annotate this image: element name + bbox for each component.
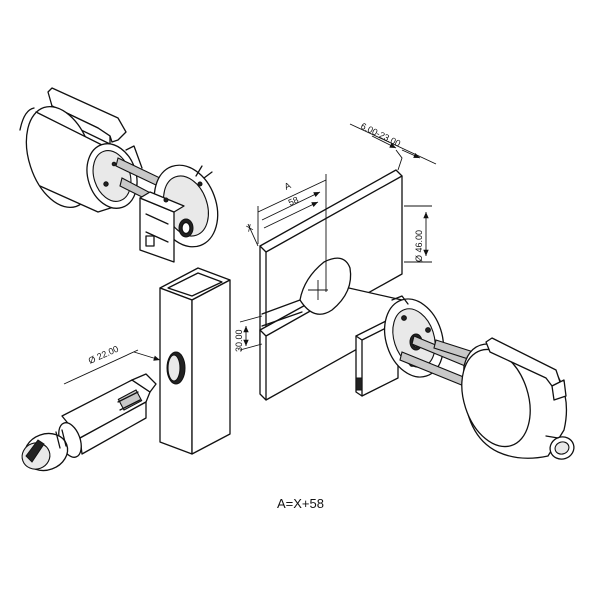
hole-diameter-label: Ø 46.00 [414,230,424,262]
thickness-label: 6.00-23.00 [359,121,402,149]
upper-adapter-ring [139,164,219,263]
slot-height-dimension: 30.00 [234,315,263,352]
x-dimension-label: X [245,222,255,234]
cylinder-diameter-label: Ø 22.00 [87,344,120,366]
slot-height-label: 30.00 [234,329,244,352]
offset-58-label: 58 [287,195,300,208]
door-panel [259,169,403,401]
right-cylinder-housing [461,337,575,460]
upper-cylinder-housing [19,87,138,213]
offset-dimensions: A 58 X [245,174,327,292]
square-profile-tube [159,267,231,455]
thickness-dimension: 6.00-23.00 [349,121,437,171]
a-dimension-label: A [283,180,293,192]
lower-key-cylinder [21,373,157,472]
hole-diameter-dimension: Ø 46.00 [404,205,432,263]
formula-caption: A=X+58 [277,496,324,511]
